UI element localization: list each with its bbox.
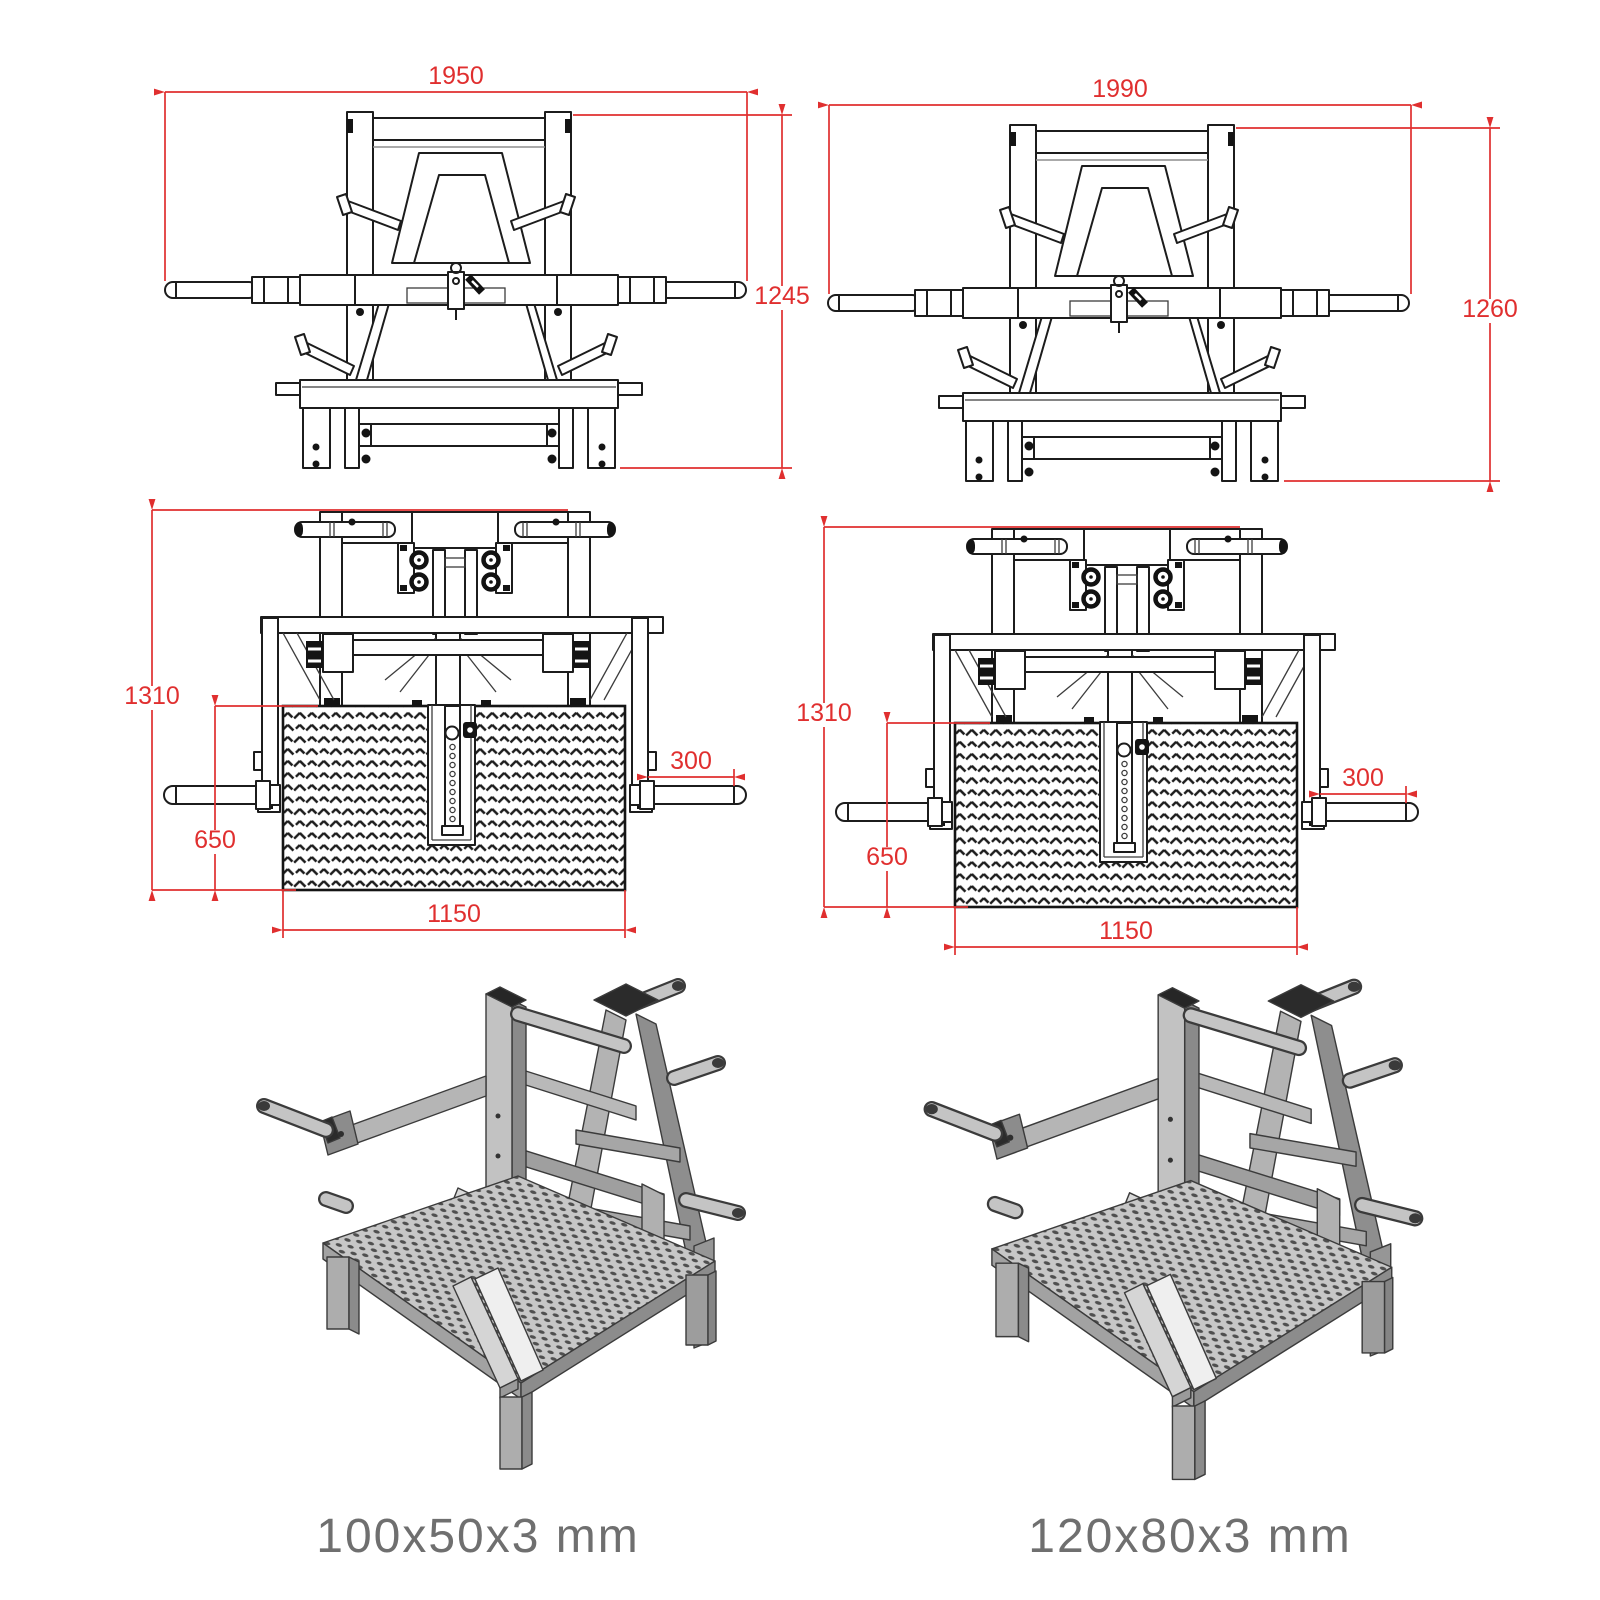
plan-dimensions-left: 1310 650 300 1150 — [124, 498, 746, 938]
dim-plan-depth-left: 1310 — [124, 682, 180, 710]
caption-left-profile: 100x50x3 mm — [316, 1510, 639, 1563]
dim-platform-width-right: 1150 — [1099, 917, 1153, 945]
front-dimensions-right: 1990 1260 — [817, 75, 1518, 493]
dim-front-height-left: 1245 — [754, 282, 810, 310]
dim-platform-depth-left: 650 — [194, 826, 236, 854]
dim-front-width-right: 1990 — [1092, 75, 1148, 103]
dim-plan-depth-right: 1310 — [796, 699, 852, 727]
variant-right: 1990 1260 1310 650 300 1150 120x80x3 mm — [796, 75, 1518, 1563]
caption-right-profile: 120x80x3 mm — [1028, 1510, 1351, 1563]
plan-dimensions-right: 1310 650 300 1150 — [796, 515, 1418, 955]
variant-left: 1950 1245 1310 650 300 1150 100x50x3 mm — [124, 62, 810, 1563]
dim-handle-left: 300 — [670, 747, 712, 775]
dim-platform-width-left: 1150 — [427, 900, 481, 928]
dim-platform-depth-right: 650 — [866, 843, 908, 871]
dim-handle-right: 300 — [1342, 764, 1384, 792]
front-dimensions-left: 1950 1245 — [153, 62, 810, 480]
dim-front-height-right: 1260 — [1462, 295, 1518, 323]
dim-front-width-left: 1950 — [428, 62, 484, 90]
